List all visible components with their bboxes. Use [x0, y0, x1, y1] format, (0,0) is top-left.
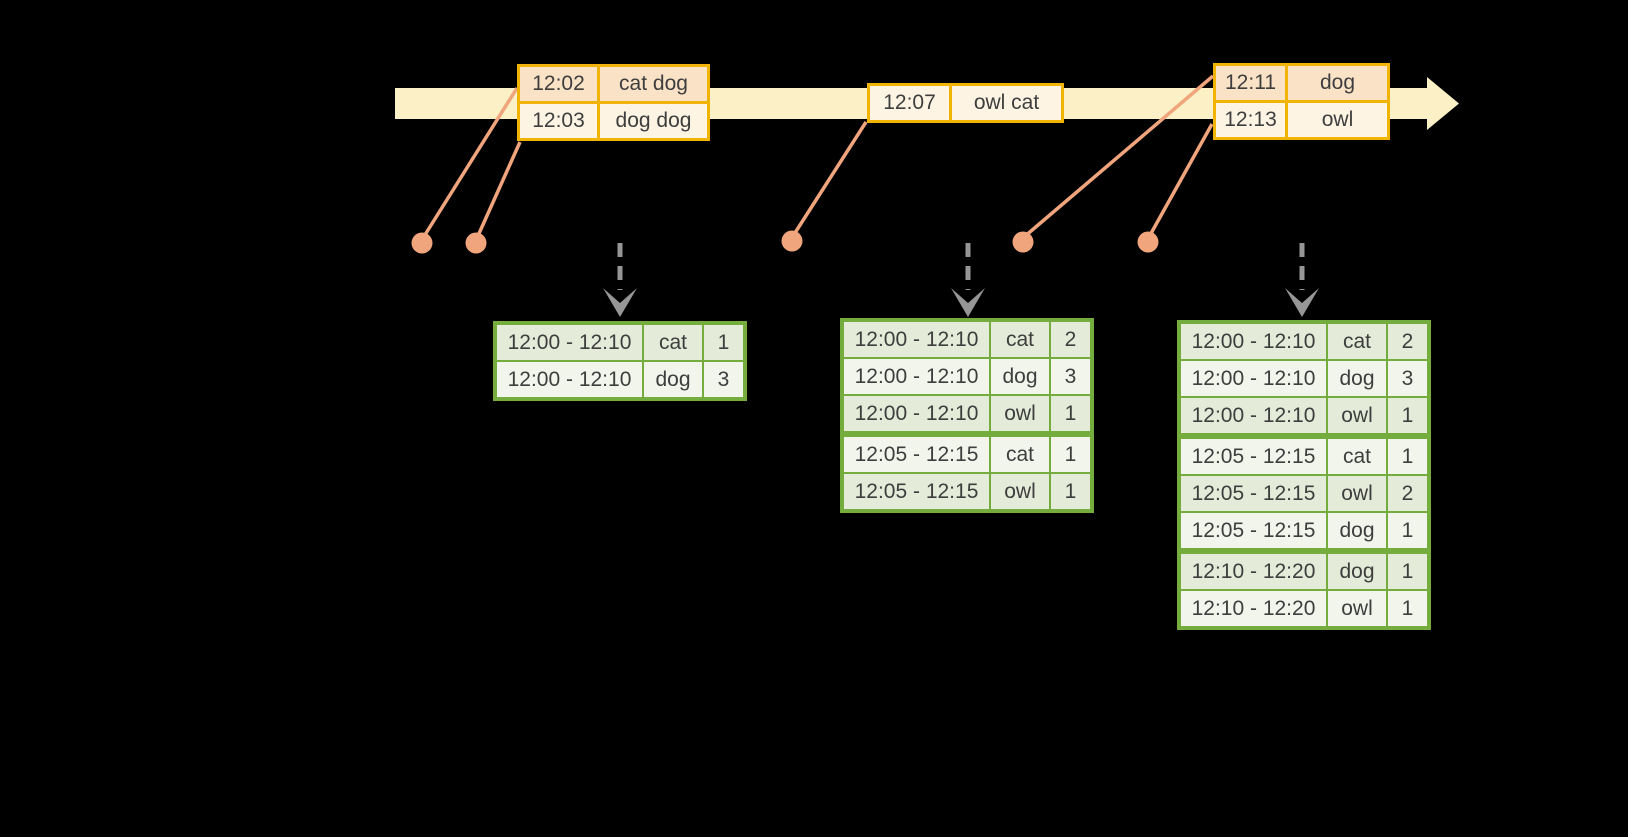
trigger-arrowhead-icon — [1285, 288, 1319, 317]
event-marker-dot — [1012, 231, 1034, 253]
count-cell: 1 — [1386, 396, 1430, 439]
word-cell: owl — [989, 472, 1051, 512]
result-row: 12:10 - 12:20 dog 1 — [1178, 550, 1430, 591]
word-cell: dog — [1326, 511, 1388, 554]
result-row: 12:00 - 12:10 owl 1 — [841, 394, 1093, 437]
result-row: 12:05 - 12:15 owl 2 — [1178, 474, 1430, 513]
event-row: 12:11 dog — [1213, 63, 1390, 103]
count-cell: 1 — [1386, 435, 1430, 476]
window-cell: 12:00 - 12:10 — [494, 322, 644, 362]
window-cell: 12:05 - 12:15 — [1178, 511, 1328, 554]
event-words: dog dog — [597, 101, 710, 141]
result-row: 12:00 - 12:10 owl 1 — [1178, 396, 1430, 439]
result-row: 12:05 - 12:15 cat 1 — [841, 433, 1093, 474]
word-cell: dog — [642, 360, 704, 400]
window-cell: 12:00 - 12:10 — [1178, 321, 1328, 361]
event-words: cat dog — [597, 64, 710, 104]
count-cell: 1 — [1049, 394, 1093, 437]
result-row: 12:00 - 12:10 dog 3 — [1178, 359, 1430, 398]
window-cell: 12:05 - 12:15 — [841, 433, 991, 474]
event-time: 12:11 — [1213, 63, 1288, 103]
window-cell: 12:00 - 12:10 — [1178, 396, 1328, 439]
word-cell: cat — [1326, 435, 1388, 476]
result-row: 12:05 - 12:15 dog 1 — [1178, 511, 1430, 554]
word-cell: cat — [989, 433, 1051, 474]
count-cell: 3 — [702, 360, 746, 400]
result-row: 12:10 - 12:20 owl 1 — [1178, 589, 1430, 629]
result-row: 12:00 - 12:10 dog 3 — [494, 360, 746, 400]
result-row: 12:05 - 12:15 cat 1 — [1178, 435, 1430, 476]
event-connector-line — [1022, 74, 1215, 239]
word-cell: cat — [1326, 321, 1388, 361]
result-row: 12:00 - 12:10 cat 2 — [1178, 321, 1430, 361]
count-cell: 2 — [1386, 321, 1430, 361]
result-row: 12:00 - 12:10 cat 2 — [841, 319, 1093, 359]
count-cell: 3 — [1049, 357, 1093, 396]
event-words: owl — [1285, 100, 1390, 140]
event-box-3: 12:11 dog 12:13 owl — [1213, 63, 1390, 140]
result-row: 12:00 - 12:10 cat 1 — [494, 322, 746, 362]
count-cell: 1 — [1386, 550, 1430, 591]
event-connector-line — [475, 141, 522, 239]
result-row: 12:05 - 12:15 owl 1 — [841, 472, 1093, 512]
event-connector-line — [791, 121, 868, 237]
event-time: 12:02 — [517, 64, 600, 104]
word-cell: cat — [989, 319, 1051, 359]
window-cell: 12:00 - 12:10 — [841, 319, 991, 359]
event-words: dog — [1285, 63, 1390, 103]
event-row: 12:02 cat dog — [517, 64, 710, 104]
count-cell: 2 — [1049, 319, 1093, 359]
event-time: 12:03 — [517, 101, 600, 141]
window-cell: 12:00 - 12:10 — [494, 360, 644, 400]
trigger-arrow — [603, 243, 637, 317]
count-cell: 1 — [1386, 511, 1430, 554]
window-cell: 12:05 - 12:15 — [1178, 474, 1328, 513]
event-box-1: 12:02 cat dog 12:03 dog dog — [517, 64, 710, 141]
event-marker-dot — [781, 230, 803, 252]
window-cell: 12:00 - 12:10 — [841, 394, 991, 437]
event-row: 12:03 dog dog — [517, 101, 710, 141]
window-cell: 12:10 - 12:20 — [1178, 589, 1328, 629]
timeline-arrowhead-icon — [1427, 77, 1459, 130]
count-cell: 1 — [702, 322, 746, 362]
window-cell: 12:05 - 12:15 — [841, 472, 991, 512]
event-connector-line — [421, 87, 519, 239]
count-cell: 1 — [1386, 589, 1430, 629]
window-cell: 12:00 - 12:10 — [841, 357, 991, 396]
event-time: 12:07 — [867, 83, 952, 123]
word-cell: cat — [642, 322, 704, 362]
word-cell: owl — [989, 394, 1051, 437]
event-marker-dot — [1137, 231, 1159, 253]
event-box-2: 12:07 owl cat — [867, 83, 1064, 123]
word-cell: dog — [1326, 550, 1388, 591]
result-table-2: 12:00 - 12:10 cat 2 12:00 - 12:10 dog 3 … — [840, 318, 1094, 513]
result-row: 12:00 - 12:10 dog 3 — [841, 357, 1093, 396]
word-cell: owl — [1326, 474, 1388, 513]
count-cell: 2 — [1386, 474, 1430, 513]
count-cell: 1 — [1049, 472, 1093, 512]
result-table-3: 12:00 - 12:10 cat 2 12:00 - 12:10 dog 3 … — [1177, 320, 1431, 630]
count-cell: 1 — [1049, 433, 1093, 474]
word-cell: dog — [1326, 359, 1388, 398]
trigger-arrowhead-icon — [951, 288, 985, 317]
result-table-1: 12:00 - 12:10 cat 1 12:00 - 12:10 dog 3 — [493, 321, 747, 401]
trigger-arrow — [1285, 243, 1319, 317]
event-connector-line — [1147, 123, 1214, 238]
word-cell: owl — [1326, 396, 1388, 439]
window-cell: 12:10 - 12:20 — [1178, 550, 1328, 591]
trigger-arrowhead-icon — [603, 288, 637, 317]
event-words: owl cat — [949, 83, 1064, 123]
event-row: 12:13 owl — [1213, 100, 1390, 140]
count-cell: 3 — [1386, 359, 1430, 398]
word-cell: owl — [1326, 589, 1388, 629]
trigger-arrow — [951, 243, 985, 317]
event-time: 12:13 — [1213, 100, 1288, 140]
window-cell: 12:00 - 12:10 — [1178, 359, 1328, 398]
word-cell: dog — [989, 357, 1051, 396]
event-row: 12:07 owl cat — [867, 83, 1064, 123]
event-marker-dot — [411, 232, 433, 254]
window-cell: 12:05 - 12:15 — [1178, 435, 1328, 476]
event-marker-dot — [465, 232, 487, 254]
